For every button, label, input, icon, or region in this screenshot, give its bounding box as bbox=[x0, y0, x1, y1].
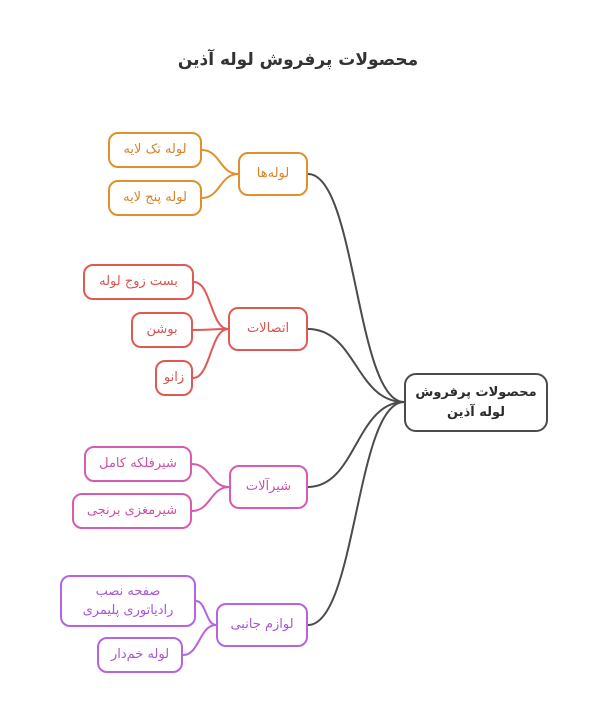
connector-pipes-leaf bbox=[201, 149, 239, 175]
leaf-node-double-pipe-clamp: بست زوج لوله bbox=[83, 264, 194, 300]
leaf-node-coupling: بوشن bbox=[131, 312, 193, 348]
leaf-node-single-layer-pipe: لوله تک لایه bbox=[108, 132, 202, 168]
connector-valves-leaf bbox=[191, 486, 230, 512]
leaf-node-bent-pipe: لوله خم‌دار bbox=[97, 637, 183, 673]
leaf-node-brass-core-valve: شیرمغزی برنجی bbox=[72, 493, 192, 529]
connector-root-pipes bbox=[307, 173, 405, 403]
connector-pipes-leaf bbox=[201, 173, 239, 199]
leaf-node-elbow: زانو bbox=[155, 360, 193, 396]
leaf-node-five-layer-pipe: لوله پنج لایه bbox=[108, 180, 202, 216]
connector-root-fittings bbox=[307, 328, 405, 403]
branch-node-fittings: اتصالات bbox=[228, 307, 308, 351]
branch-node-accessories: لوازم جانبی bbox=[216, 603, 308, 647]
branch-node-pipes: لوله‌ها bbox=[238, 152, 308, 196]
connector-accessories-leaf bbox=[182, 624, 217, 656]
branch-node-valves: شیرآلات bbox=[229, 465, 308, 509]
connector-root-valves bbox=[307, 401, 405, 488]
leaf-node-radiator-mounting-plate: صفحه نصب رادیاتوری پلیمری bbox=[60, 575, 196, 627]
diagram-title: محصولات پرفروش لوله آذین bbox=[177, 50, 419, 70]
leaf-node-full-gate-valve: شیرفلکه کامل bbox=[84, 446, 192, 482]
connector-fittings-leaf bbox=[192, 328, 229, 379]
connector-accessories-leaf bbox=[195, 600, 217, 626]
connector-fittings-leaf bbox=[193, 281, 229, 330]
connector-valves-leaf bbox=[191, 463, 230, 488]
root-node-label: محصولات پرفروش لوله آذین bbox=[415, 385, 537, 420]
connector-root-accessories bbox=[307, 401, 405, 626]
root-node: محصولات پرفروش لوله آذین bbox=[404, 373, 548, 432]
